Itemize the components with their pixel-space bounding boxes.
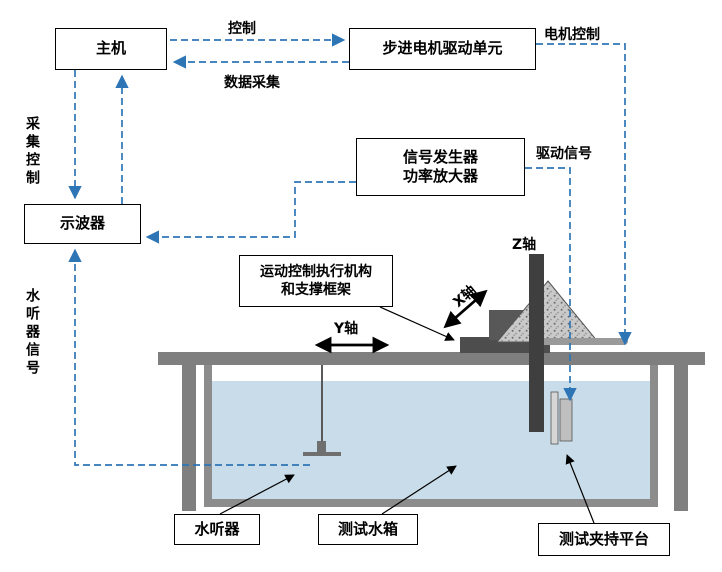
leader-arrows <box>219 306 595 524</box>
test-fixture-box: 测试夹持平台 <box>538 523 670 556</box>
test-fixture-bracket <box>550 391 573 445</box>
x-axis-arrow <box>443 289 488 329</box>
motion-frame-box: 运动控制执行机构 和支撑框架 <box>239 255 393 307</box>
stepper-driver-label: 步进电机驱动单元 <box>382 39 503 58</box>
control-line-label: 控制 <box>228 21 256 37</box>
host-box: 主机 <box>55 28 167 70</box>
motor-control-line <box>536 43 632 346</box>
test-tank-label: 测试水箱 <box>337 519 398 538</box>
z-axis-label: Z轴 <box>512 237 537 253</box>
hydrophone-box: 水听器 <box>174 514 260 545</box>
signal-generator-label-line1: 信号发生器 <box>402 147 478 166</box>
drive-signal-line <box>525 167 577 402</box>
data-acquisition-line-label: 数据采集 <box>224 75 280 91</box>
test-tank-pointer <box>381 465 457 515</box>
signal-flow-lines <box>68 33 632 466</box>
signal-generator-label-line2: 功率放大器 <box>402 167 478 185</box>
axis-arrows <box>314 289 488 354</box>
hydrophone-assembly <box>303 365 341 456</box>
acquisition-control-line-label: 采集控制 <box>24 116 40 188</box>
motion-frame-label-line1: 运动控制执行机构 <box>260 263 372 280</box>
oscilloscope-label: 示波器 <box>59 214 105 233</box>
host-label: 主机 <box>95 39 126 58</box>
table <box>158 352 705 511</box>
motor-control-line-label: 电机控制 <box>544 27 600 43</box>
motion-frame-pointer <box>379 306 455 341</box>
hydrophone-signal-line-label: 水听器信号 <box>24 288 40 378</box>
water-tank <box>204 365 658 507</box>
test-fixture-pointer <box>565 454 595 524</box>
motion-frame-label-line2: 和支撑框架 <box>281 282 351 298</box>
siggen-to-oscilloscope-line <box>145 181 356 244</box>
test-fixture-label: 测试夹持平台 <box>558 529 649 548</box>
stepper-driver-box: 步进电机驱动单元 <box>349 28 536 70</box>
hydrophone-label: 水听器 <box>194 519 240 538</box>
signal-generator-box: 信号发生器 功率放大器 <box>356 138 525 196</box>
drive-signal-line-label: 驱动信号 <box>536 146 592 162</box>
hydrophone-pointer <box>219 474 295 515</box>
test-tank-box: 测试水箱 <box>318 514 418 545</box>
positioning-stage <box>460 254 628 432</box>
y-axis-label: Y轴 <box>334 321 359 337</box>
oscilloscope-box: 示波器 <box>24 204 141 244</box>
hydrophone-signal-line <box>68 248 310 466</box>
